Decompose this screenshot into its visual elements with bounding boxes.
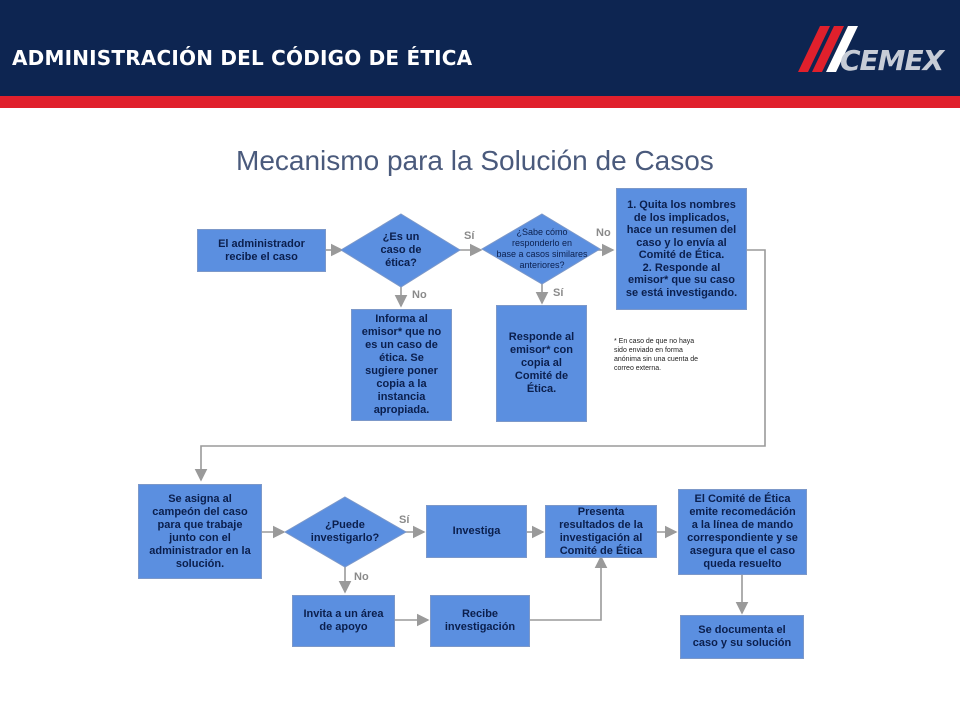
decision-can-investigate: ¿Puede investigarlo? <box>310 519 380 544</box>
decision-knows-response: ¿Sabe cómo responderlo en base a casos s… <box>496 227 588 270</box>
edge-label-yes: Sí <box>399 514 410 526</box>
page-title: ADMINISTRACIÓN DEL CÓDIGO DE ÉTICA <box>12 46 473 70</box>
diamond-shape <box>481 213 601 285</box>
cemex-logo-icon <box>798 26 858 72</box>
edge-label-yes: Sí <box>553 287 564 299</box>
assign-champion-box: Se asigna al campeón del caso para que t… <box>138 484 262 579</box>
footnote: * En caso de que no haya sido enviado en… <box>614 338 699 372</box>
diamond-shape <box>340 213 461 288</box>
header-stripe <box>0 96 960 108</box>
header-bar <box>0 0 960 96</box>
edge-label-no: No <box>412 289 427 301</box>
edge-label-no: No <box>354 571 369 583</box>
receive-investigation-box: Recibe investigación <box>430 595 530 647</box>
respond-copy-box: Responde al emisor* con copia al Comité … <box>496 305 587 422</box>
start-box: El administrador recibe el caso <box>197 229 326 272</box>
document-case-box: Se documenta el caso y su solución <box>680 615 804 659</box>
invite-area-box: Invita a un área de apoyo <box>292 595 395 647</box>
cemex-logo-text: CEMEX <box>840 44 944 77</box>
inform-not-ethics-box: Informa al emisor* que no es un caso de … <box>351 309 452 421</box>
present-results-box: Presenta resultados de la investigación … <box>545 505 657 558</box>
edge-label-yes: Sí <box>464 230 475 242</box>
investigate-box: Investiga <box>426 505 527 558</box>
remove-names-box: 1. Quita los nombres de los implicados, … <box>616 188 747 310</box>
diamond-shape <box>284 496 408 568</box>
committee-recommends-box: El Comité de Ética emite recomedáción a … <box>678 489 807 575</box>
edge-label-no: No <box>596 227 611 239</box>
decision-is-ethics-case: ¿Es un caso de ética? <box>380 230 422 269</box>
diagram-title: Mecanismo para la Solución de Casos <box>236 145 714 176</box>
